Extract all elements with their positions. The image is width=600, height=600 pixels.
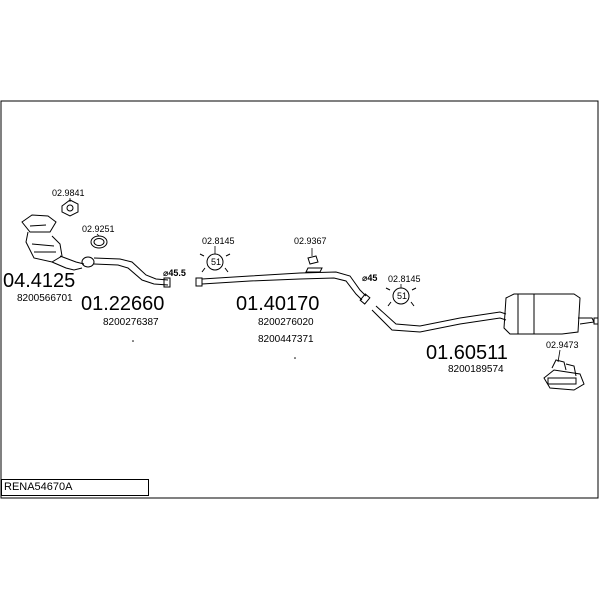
- clamp-b-mark: 51: [397, 291, 407, 301]
- diagram-frame: [0, 100, 599, 499]
- dot-mark: [294, 357, 296, 359]
- middle-pipe-number: 01.40170: [236, 293, 319, 315]
- hanger-label: 02.9367: [294, 236, 327, 246]
- diagram-code: RENA54670A: [4, 481, 73, 493]
- middle-pipe-oem-2: 8200447371: [258, 334, 314, 345]
- front-pipe-drawing: [81, 256, 171, 288]
- hanger-drawing: [305, 255, 323, 273]
- clamp-b-label: 02.8145: [388, 274, 421, 284]
- front-pipe-number: 01.22660: [81, 293, 164, 315]
- middle-pipe-oem-1: 8200276020: [258, 317, 314, 328]
- rear-silencer-oem: 8200189574: [448, 364, 504, 375]
- rubber-mount-drawing: [543, 359, 585, 391]
- gasket-top-label: 02.9841: [52, 188, 85, 198]
- catalyst-oem: 8200566701: [17, 293, 73, 304]
- rear-silencer-number: 01.60511: [426, 342, 508, 364]
- front-pipe-oem: 8200276387: [103, 317, 159, 328]
- middle-pipe-drawing: [195, 271, 371, 305]
- catalyst-drawing: [21, 214, 85, 271]
- gasket-ring-drawing: [90, 235, 108, 249]
- diagram-code-box: RENA54670A: [1, 479, 149, 496]
- clamp-a-label: 02.8145: [202, 236, 235, 246]
- clamp-a-mark: 51: [211, 257, 221, 267]
- dot-mark: [132, 340, 134, 342]
- diameter-label-2: ⌀45: [362, 273, 377, 283]
- rubber-mount-label: 02.9473: [546, 340, 579, 350]
- gasket-top-drawing: [61, 199, 79, 217]
- catalyst-number: 04.4125: [3, 270, 75, 292]
- gasket-ring-label: 02.9251: [82, 224, 115, 234]
- rear-silencer-drawing: [371, 293, 599, 335]
- diameter-label-1: ⌀45.5: [163, 268, 186, 278]
- leader-lines: [69, 198, 561, 363]
